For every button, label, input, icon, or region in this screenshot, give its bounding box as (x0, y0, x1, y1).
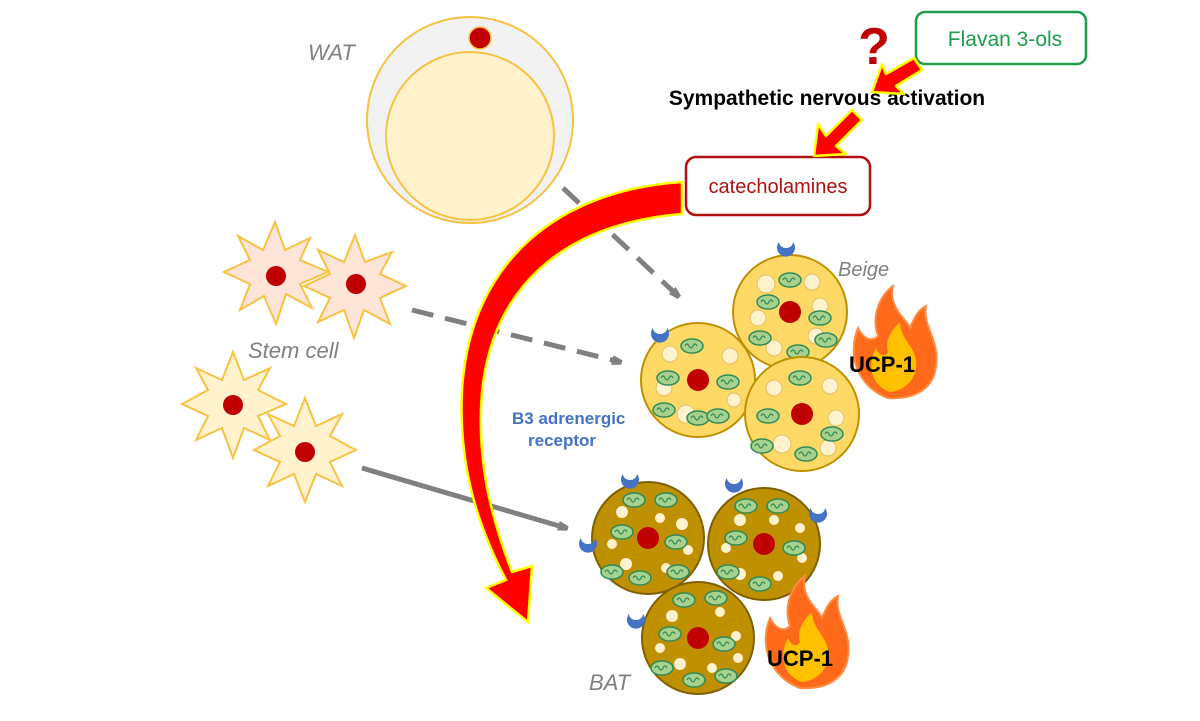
question-mark-icon: ? (858, 18, 890, 76)
flavan-label: Flavan 3-ols (948, 28, 1062, 51)
b3-receptor-label-line1: B3 adrenergic (512, 409, 625, 428)
sympathetic-to-catecholamine-arrow (812, 108, 864, 158)
bat-cell-2 (707, 487, 821, 601)
wat-cell (366, 16, 574, 224)
beige-ucp1-label: UCP-1 (849, 352, 915, 377)
beige-cell-1 (732, 254, 848, 370)
catecholamine-curved-arrow (460, 180, 684, 625)
beige-cell-cluster (640, 242, 860, 472)
stem-cell-group (179, 219, 409, 505)
sympathetic-activation-label: Sympathetic nervous activation (669, 87, 985, 110)
flavan-box: Flavan 3-ols (914, 10, 1088, 66)
beige-label: Beige (838, 259, 889, 281)
stem-to-bat-arrow (361, 465, 566, 528)
bat-label: BAT (589, 670, 632, 695)
bat-cell-cluster (579, 474, 827, 695)
stem-to-beige-arrow (411, 307, 620, 362)
stem-cell-label: Stem cell (248, 338, 340, 363)
catecholamines-box: catecholamines (684, 155, 872, 217)
flavan-to-sympathetic-arrow (870, 56, 924, 96)
wat-label: WAT (308, 40, 356, 65)
wat-nucleus (468, 26, 492, 50)
beige-cell-3 (744, 356, 860, 472)
bat-ucp1-label: UCP-1 (767, 646, 833, 671)
beige-flame-icon (852, 285, 938, 400)
beige-cell-2 (640, 322, 756, 438)
b3-receptor-label-line2: receptor (528, 431, 596, 450)
bat-cell-1 (591, 481, 705, 595)
catecholamines-label: catecholamines (709, 176, 848, 198)
bat-cell-3 (641, 581, 755, 695)
wat-to-beige-arrow (561, 186, 678, 296)
